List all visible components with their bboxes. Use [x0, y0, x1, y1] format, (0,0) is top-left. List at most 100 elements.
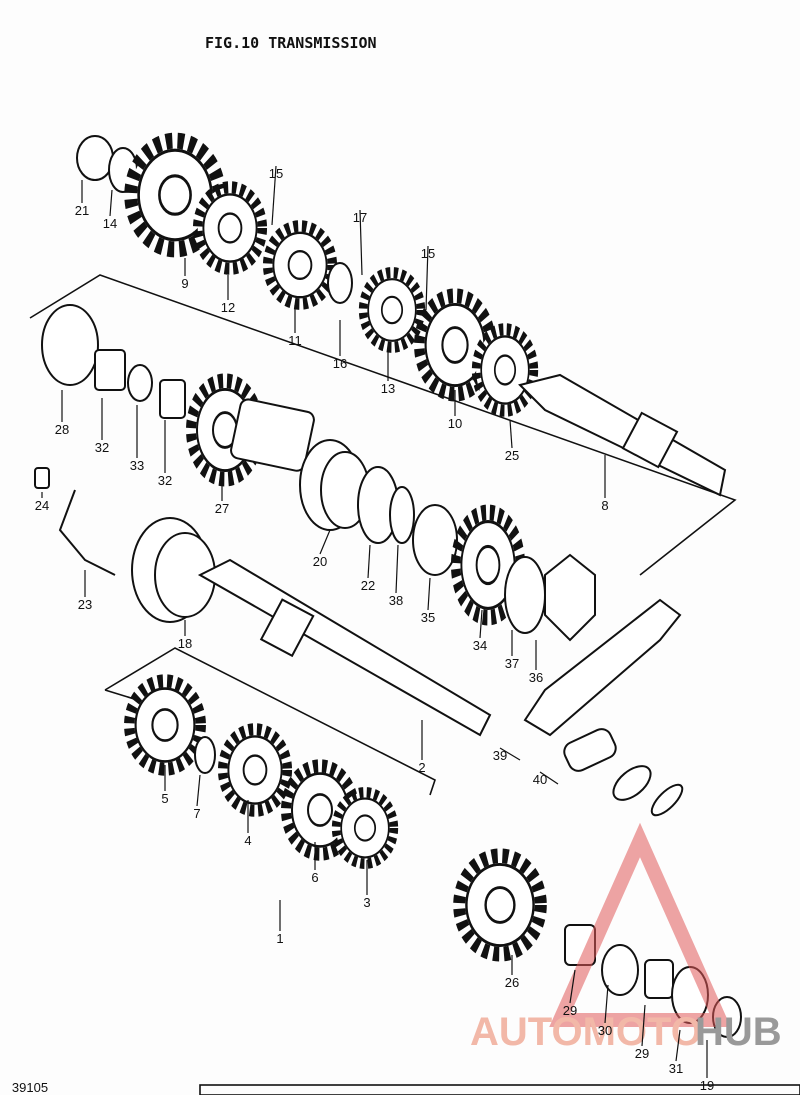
callout-label-12: 12 [221, 300, 235, 315]
callout-label-26: 26 [505, 975, 519, 990]
gear-4 [223, 729, 288, 811]
leader-line [539, 771, 559, 785]
leader-line [196, 774, 201, 807]
bearing-21 [76, 135, 114, 181]
callout-label-17: 17 [353, 210, 367, 225]
leader-line [367, 544, 371, 579]
watermark-logo: AUTOMOTO HUB [470, 822, 782, 1054]
callout-label-3: 3 [363, 895, 370, 910]
gear-11 [268, 226, 333, 304]
driveshaft-gear-frame [104, 647, 436, 796]
callout-label-2: 2 [418, 760, 425, 775]
callout-label-4: 4 [244, 833, 251, 848]
bearing-29b [644, 959, 674, 999]
bottom-frame [199, 1084, 800, 1095]
callout-label-11: 11 [288, 333, 302, 348]
callout-label-39: 39 [493, 748, 507, 763]
gear-3 [336, 792, 394, 863]
leader-line [319, 529, 331, 555]
bushing-30 [601, 944, 639, 996]
callout-label-32: 32 [95, 440, 109, 455]
callout-label-20: 20 [313, 554, 327, 569]
callout-label-1: 1 [276, 931, 283, 946]
callout-label-36: 36 [529, 670, 543, 685]
leader-line [675, 1029, 681, 1062]
watermark-text-2: HUB [695, 1010, 782, 1054]
callout-layer: 2114912151117161513102582832333227202238… [35, 165, 714, 1093]
bearing-20 [299, 439, 370, 531]
gear-25 [476, 329, 534, 411]
callout-label-24: 24 [35, 498, 49, 513]
callout-label-22: 22 [361, 578, 375, 593]
callout-label-28: 28 [55, 422, 69, 437]
callout-label-13: 13 [381, 381, 395, 396]
shaft-section [230, 398, 315, 472]
plate-28 [41, 304, 99, 386]
leader-line [425, 245, 429, 311]
callout-label-21: 21 [75, 203, 89, 218]
callout-label-15: 15 [269, 166, 283, 181]
callout-label-8: 8 [601, 498, 608, 513]
joint-40 [563, 728, 684, 817]
callout-label-37: 37 [505, 656, 519, 671]
callout-label-6: 6 [311, 870, 318, 885]
screw-24 [34, 467, 50, 489]
callout-label-10: 10 [448, 416, 462, 431]
countershaft-frame [29, 274, 737, 576]
gear-12 [198, 187, 263, 269]
callout-label-40: 40 [533, 772, 547, 787]
callout-label-9: 9 [181, 276, 188, 291]
callout-label-32: 32 [158, 473, 172, 488]
callout-label-29: 29 [563, 1003, 577, 1018]
washer-37 [504, 556, 546, 634]
callout-label-34: 34 [473, 638, 487, 653]
spacer-35 [412, 504, 458, 576]
callout-label-27: 27 [215, 501, 229, 516]
callout-label-25: 25 [505, 448, 519, 463]
circlip-7 [194, 736, 216, 774]
leader-line [395, 544, 399, 594]
leader-line [569, 969, 576, 1004]
page-code: 39105 [12, 1080, 48, 1095]
callout-label-31: 31 [669, 1061, 683, 1076]
callout-label-16: 16 [333, 356, 347, 371]
gear-26 [459, 856, 541, 955]
callout-label-29: 29 [635, 1046, 649, 1061]
callout-label-5: 5 [161, 791, 168, 806]
bearing-32 [94, 349, 126, 391]
nut-36 [544, 553, 596, 642]
callout-label-18: 18 [178, 636, 192, 651]
callout-label-7: 7 [193, 806, 200, 821]
callout-label-35: 35 [421, 610, 435, 625]
leader-line [427, 577, 431, 611]
callout-label-14: 14 [103, 216, 117, 231]
shaft-2 [197, 558, 492, 737]
leader-line [479, 609, 483, 639]
watermark-text-1: AUTOMOTO [470, 1010, 702, 1054]
shaft-8 [518, 373, 727, 497]
gear-13 [363, 273, 421, 348]
circlip-16 [327, 262, 353, 304]
bearing-32b [159, 379, 186, 419]
callout-label-23: 23 [78, 597, 92, 612]
spacer-33 [127, 364, 153, 402]
chain-39 [523, 598, 682, 737]
leader-line [641, 1004, 646, 1047]
leader-line [509, 419, 513, 449]
bracket-23 [58, 489, 116, 576]
leader-line [604, 984, 609, 1024]
callout-label-19: 19 [700, 1078, 714, 1093]
bearing-18 [131, 517, 216, 623]
callout-label-33: 33 [130, 458, 144, 473]
leader-line [271, 165, 277, 226]
leader-line [499, 747, 521, 761]
callout-label-15: 15 [421, 246, 435, 261]
o-ring-38 [389, 486, 415, 544]
gear-5 [129, 681, 200, 769]
figure-title: FIG.10 TRANSMISSION [205, 34, 377, 52]
leader-line [359, 209, 363, 276]
callout-label-30: 30 [598, 1023, 612, 1038]
callout-label-38: 38 [389, 593, 403, 608]
